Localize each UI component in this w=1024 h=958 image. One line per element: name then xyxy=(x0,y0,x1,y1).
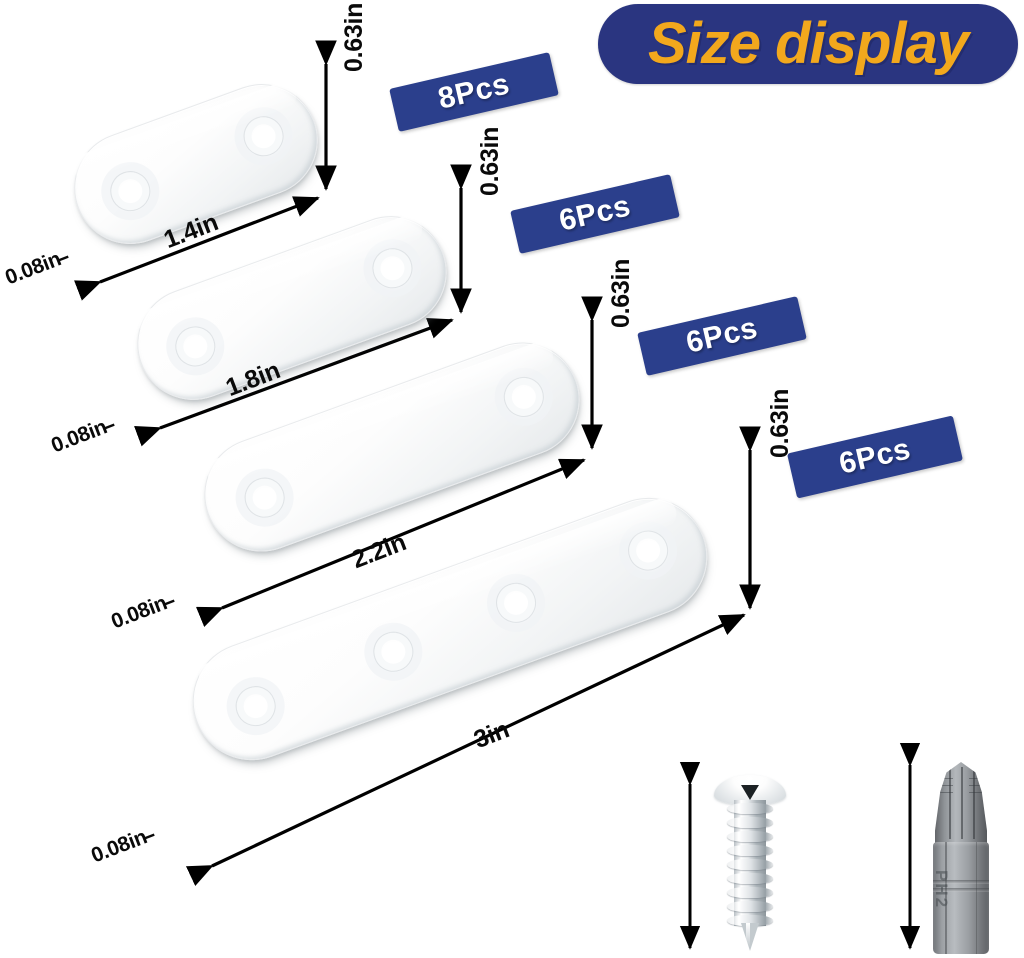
screw-thread xyxy=(727,915,773,926)
plate-3-hole-1 xyxy=(238,471,291,524)
bit-size-marking: PH2 xyxy=(932,870,951,910)
plate-4-hole-3 xyxy=(490,577,542,629)
plate-4-hole-2 xyxy=(367,626,419,678)
screw-thread xyxy=(727,873,773,884)
plate-2-hole-2 xyxy=(366,242,419,294)
plate-2-height-label: 0.63in xyxy=(476,126,504,196)
plate-2-thickness-label: 0.08inI xyxy=(48,414,118,459)
plate-4-length-label: 3in xyxy=(470,715,513,755)
size-display-title-badge: Size display xyxy=(598,4,1018,84)
plate-3-height-label: 0.63in xyxy=(607,258,635,328)
phillips-driver-bit-icon: PH2 xyxy=(925,760,997,954)
screw-tip xyxy=(741,923,759,951)
plate-4-height-label: 0.63in xyxy=(766,388,794,458)
bit-phillips-tip xyxy=(935,762,987,850)
plate-4-quantity-badge: 6Pcs xyxy=(787,415,963,499)
screw-thread xyxy=(727,901,773,912)
plate-3-quantity-label: 6Pcs xyxy=(683,311,761,360)
screw-thread xyxy=(727,831,773,842)
plate-1-hole-1 xyxy=(104,165,156,217)
plate-4-thickness-label: 0.08inI xyxy=(88,824,158,869)
plate-4-hole-4 xyxy=(622,524,674,577)
plate-3-quantity-badge: 6Pcs xyxy=(637,296,807,376)
countersunk-flat-head-screw-icon xyxy=(700,775,800,953)
screw-thread xyxy=(727,887,773,898)
screw-thread xyxy=(727,803,773,814)
plate-1-hole-2 xyxy=(237,110,290,162)
screw-tip-highlight xyxy=(746,923,750,947)
screw-thread xyxy=(727,859,773,870)
screw-thread xyxy=(727,845,773,856)
plate-1-height-label: 0.63in xyxy=(340,2,368,72)
plate-4-quantity-label: 6Pcs xyxy=(836,432,914,481)
plate-2-quantity-label: 6Pcs xyxy=(556,189,634,238)
plate-3-thickness-label: 0.08inI xyxy=(108,590,178,635)
plate-2-hole-1 xyxy=(169,320,221,373)
plate-1-thickness-value: 0.08in xyxy=(2,247,65,290)
plate-2-quantity-badge: 6Pcs xyxy=(510,174,680,254)
screw-thread xyxy=(727,817,773,828)
plate-4-hole-1 xyxy=(230,680,282,732)
plate-3-thickness-value: 0.08in xyxy=(108,591,171,634)
page-title: Size display xyxy=(647,11,969,76)
plate-2-thickness-value: 0.08in xyxy=(48,415,111,458)
plate-3-hole-2 xyxy=(498,371,550,423)
plate-1-quantity-badge: 8Pcs xyxy=(389,52,559,132)
bit-hex-shank xyxy=(933,842,989,954)
screw-phillips-recess xyxy=(741,785,759,800)
plate-1-quantity-label: 8Pcs xyxy=(435,67,513,116)
plate-3-length-label: 2.2in xyxy=(348,528,410,575)
plate-4-thickness-value: 0.08in xyxy=(88,825,151,868)
plate-1-thickness-label: 0.08inI xyxy=(2,246,72,291)
